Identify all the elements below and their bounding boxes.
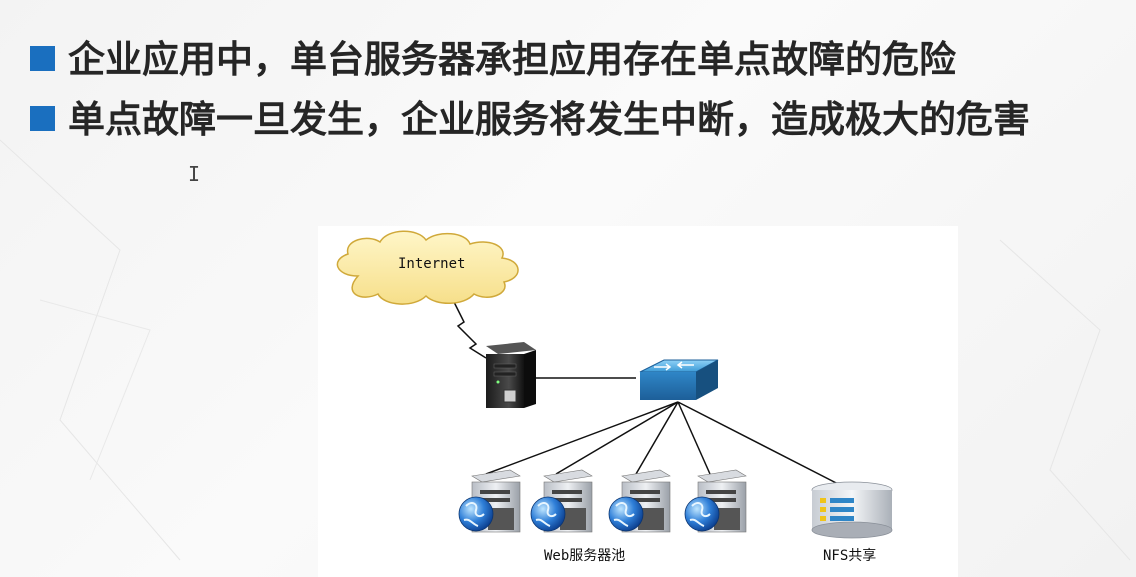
nfs-share-label: NFS共享	[823, 545, 876, 565]
web-server-icon	[609, 470, 670, 532]
web-server-icon	[531, 470, 592, 532]
web-pool-label: Web服务器池	[544, 545, 625, 565]
bullet-text: 单点故障一旦发生，企业服务将发生中断，造成极大的危害	[68, 98, 1030, 141]
bullet-item: 单点故障一旦发生，企业服务将发生中断，造成极大的危害	[28, 90, 1128, 150]
switch-web3-link	[636, 402, 678, 474]
web-server-icon	[459, 470, 520, 532]
bullet-list: 企业应用中，单台服务器承担应用存在单点故障的危险 单点故障一旦发生，企业服务将发…	[28, 30, 1128, 150]
internet-label: Internet	[398, 256, 465, 272]
bullet-square-icon	[30, 106, 55, 131]
switch-web1-link	[486, 402, 678, 474]
text-cursor-icon: I	[188, 162, 200, 186]
switch-web4-link	[678, 402, 710, 474]
nfs-storage-icon	[812, 482, 892, 538]
network-diagram: Internet Web服务器池 NFS共享	[318, 226, 958, 577]
switch-web2-link	[556, 402, 678, 474]
network-switch-icon	[640, 360, 718, 400]
bullet-square-icon	[30, 46, 55, 71]
web-server-icon	[685, 470, 746, 532]
bullet-text: 企业应用中，单台服务器承担应用存在单点故障的危险	[68, 38, 956, 81]
gateway-server-icon	[486, 342, 536, 408]
bullet-item: 企业应用中，单台服务器承担应用存在单点故障的危险	[28, 30, 1128, 90]
